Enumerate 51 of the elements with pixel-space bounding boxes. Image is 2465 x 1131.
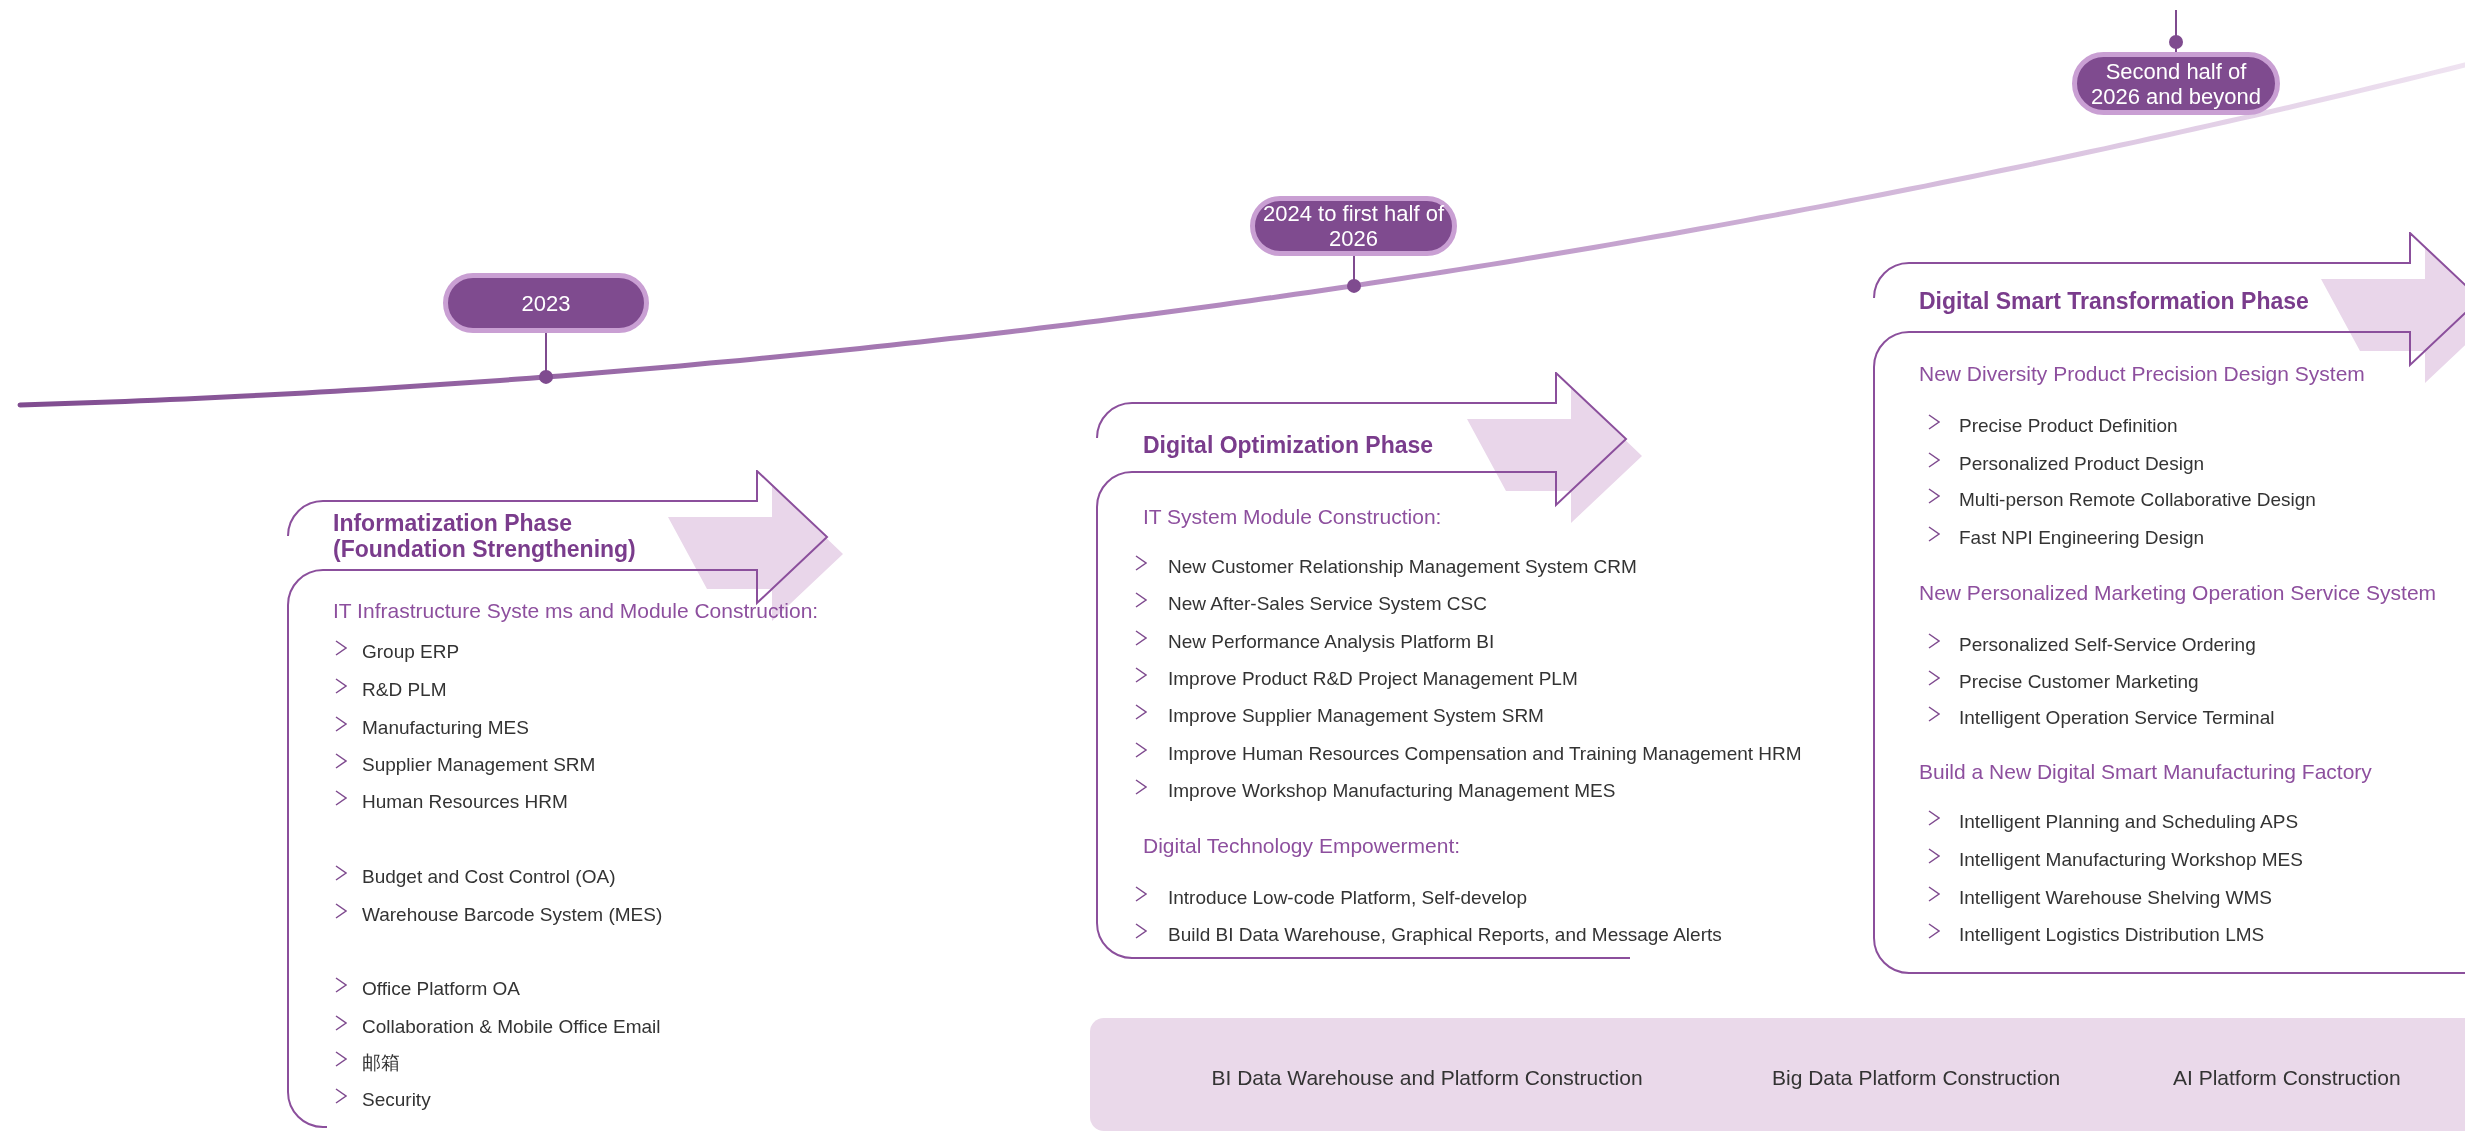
list-item: Precise Product Definition bbox=[1959, 414, 2178, 438]
band-label: BI Data Warehouse and Platform Construction bbox=[1211, 1065, 1643, 1091]
list-item: Personalized Self-Service Ordering bbox=[1959, 633, 2256, 657]
platform-band bbox=[1090, 1018, 2465, 1131]
list-item: Supplier Management SRM bbox=[362, 753, 596, 777]
list-item: New After-Sales Service System CSC bbox=[1168, 592, 1487, 616]
list-item: Introduce Low-code Platform, Self-develop bbox=[1168, 886, 1528, 910]
list-item: Improve Human Resources Compensation and Training Management HRM bbox=[1168, 742, 1802, 766]
section-heading: New Diversity Product Precision Design System bbox=[1919, 361, 2365, 387]
phase-title: Digital Smart Transformation Phase bbox=[1919, 288, 2309, 314]
list-item: Intelligent Warehouse Shelving WMS bbox=[1959, 886, 2272, 910]
leader-line bbox=[1347, 255, 1361, 293]
list-item: Build BI Data Warehouse, Graphical Reports, and Message Alerts bbox=[1168, 923, 1722, 947]
list-item: R&D PLM bbox=[362, 678, 447, 702]
list-item: Budget and Cost Control (OA) bbox=[362, 865, 616, 889]
phase-title: Informatization Phase (Foundation Strengthening) bbox=[333, 510, 637, 562]
list-item: New Performance Analysis Platform BI bbox=[1168, 630, 1495, 654]
list-item: Intelligent Logistics Distribution LMS bbox=[1959, 923, 2265, 947]
list-item: Intelligent Operation Service Terminal bbox=[1959, 706, 2275, 730]
year-pill: 2024 to first half of 2026 bbox=[1250, 196, 1457, 256]
list-item: Precise Customer Marketing bbox=[1959, 670, 2199, 694]
list-item: New Customer Relationship Management System CRM bbox=[1168, 555, 1637, 579]
section-heading: IT System Module Construction: bbox=[1143, 504, 1442, 530]
section-heading: New Personalized Marketing Operation Service System bbox=[1919, 580, 2437, 606]
list-item: Human Resources HRM bbox=[362, 790, 568, 814]
list-item: Manufacturing MES bbox=[362, 716, 529, 740]
list-item: 邮箱 bbox=[362, 1051, 400, 1075]
list-item: Intelligent Planning and Scheduling APS bbox=[1959, 810, 2299, 834]
leader-line bbox=[539, 332, 553, 384]
section-heading: Build a New Digital Smart Manufacturing Factory bbox=[1919, 759, 2372, 785]
year-pill: Second half of 2026 and beyond bbox=[2072, 52, 2280, 115]
list-item: Fast NPI Engineering Design bbox=[1959, 526, 2204, 550]
list-item: Warehouse Barcode System (MES) bbox=[362, 903, 663, 927]
list-item: Intelligent Manufacturing Workshop MES bbox=[1959, 848, 2303, 872]
list-item: Collaboration & Mobile Office Email bbox=[362, 1015, 661, 1039]
section-heading: Digital Technology Empowerment: bbox=[1143, 833, 1461, 859]
list-item: Multi-person Remote Collaborative Design bbox=[1959, 488, 2316, 512]
list-item: Security bbox=[362, 1088, 431, 1112]
phase-card bbox=[1873, 232, 2465, 974]
leader-line bbox=[2169, 35, 2183, 53]
band-label: Big Data Platform Construction bbox=[1772, 1065, 2061, 1091]
list-item: Improve Workshop Manufacturing Management MES bbox=[1168, 779, 1616, 803]
year-pill: 2023 bbox=[443, 273, 649, 333]
phase-title: Digital Optimization Phase bbox=[1143, 432, 1434, 458]
list-item: Group ERP bbox=[362, 640, 460, 664]
list-item: Personalized Product Design bbox=[1959, 452, 2205, 476]
band-label: AI Platform Construction bbox=[2173, 1065, 2401, 1091]
list-item: Improve Product R&D Project Management PLM bbox=[1168, 667, 1578, 691]
list-item: Office Platform OA bbox=[362, 977, 521, 1001]
list-item: Improve Supplier Management System SRM bbox=[1168, 704, 1544, 728]
section-heading: IT Infrastructure Syste ms and Module Construction: bbox=[333, 598, 819, 624]
